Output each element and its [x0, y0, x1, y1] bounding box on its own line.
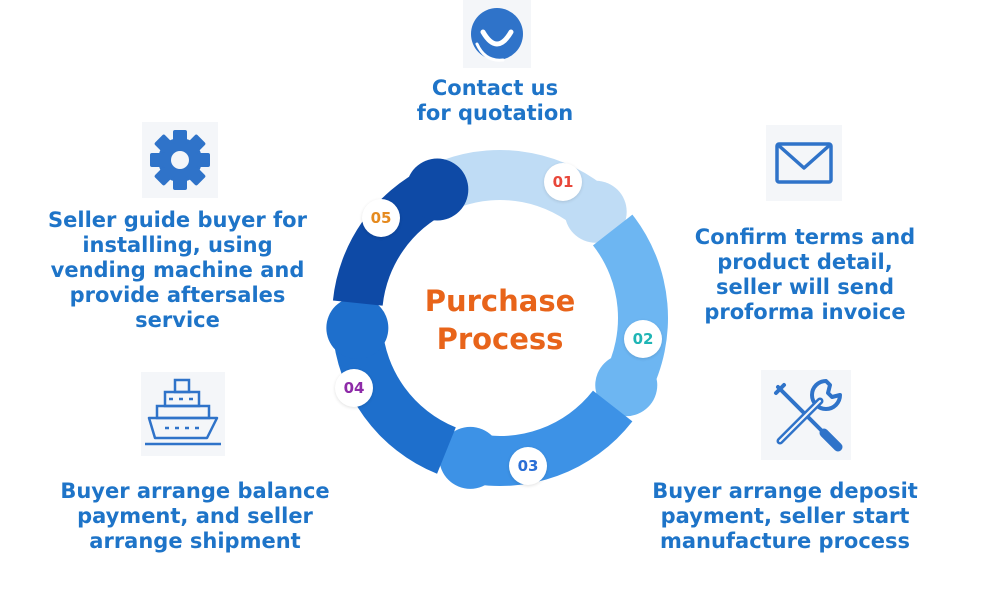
- step-03-description: Buyer arrange deposit payment, seller st…: [630, 479, 940, 554]
- step-03-line-1: Buyer arrange deposit: [652, 479, 918, 503]
- step-03-line-3: manufacture process: [659, 529, 911, 553]
- cycle-segment-cap-05: [406, 158, 469, 221]
- step-02-line-1: Confirm terms and: [694, 225, 916, 249]
- center-title-line2: Process: [436, 322, 564, 356]
- cycle-segment-cap-01: [564, 180, 627, 243]
- step-04-line-1: Buyer arrange balance: [60, 479, 330, 503]
- step-05-description: Seller guide buyer for installing, using…: [20, 208, 335, 333]
- step-number-badge-02: 02: [624, 320, 662, 358]
- center-title: Purchase Process: [395, 282, 605, 358]
- step-05-line-5: service: [135, 308, 220, 332]
- center-title-line1: Purchase: [424, 284, 576, 318]
- step-02-line-3: seller will send: [715, 275, 895, 299]
- step-01-description: Contact us for quotation: [370, 76, 620, 126]
- cycle-segment-04: [332, 326, 456, 474]
- cycle-segment-cap-02: [595, 354, 658, 417]
- gear-icon: [142, 122, 218, 198]
- headset-icon: [463, 0, 531, 68]
- step-03-line-2: payment, seller start: [660, 504, 910, 528]
- step-01-line-1: Contact us: [431, 76, 559, 100]
- step-01-line-2: for quotation: [416, 101, 574, 125]
- step-04-line-2: payment, and seller: [77, 504, 313, 528]
- cycle-segments: [326, 150, 668, 489]
- step-05-line-3: vending machine and: [50, 258, 305, 282]
- step-number-badge-03: 03: [509, 447, 547, 485]
- step-number-badge-01: 01: [544, 163, 582, 201]
- step-05-line-4: provide aftersales: [69, 283, 286, 307]
- step-02-line-2: product detail,: [717, 250, 893, 274]
- step-05-line-2: installing, using: [82, 233, 273, 257]
- cycle-segment-cap-03: [439, 426, 502, 489]
- step-02-line-4: proforma invoice: [704, 300, 906, 324]
- step-05-line-1: Seller guide buyer for: [48, 208, 307, 232]
- step-04-line-3: arrange shipment: [89, 529, 301, 553]
- ship-icon: [141, 372, 225, 456]
- cycle-segment-cap-04: [326, 296, 389, 359]
- step-number-badge-05: 05: [362, 199, 400, 237]
- step-04-description: Buyer arrange balance payment, and selle…: [40, 479, 350, 554]
- step-02-description: Confirm terms and product detail, seller…: [670, 225, 940, 325]
- step-number-badge-04: 04: [335, 369, 373, 407]
- cycle-segment-03: [465, 390, 633, 486]
- wrench-screwdriver-icon: [761, 370, 851, 460]
- envelope-icon: [766, 125, 842, 201]
